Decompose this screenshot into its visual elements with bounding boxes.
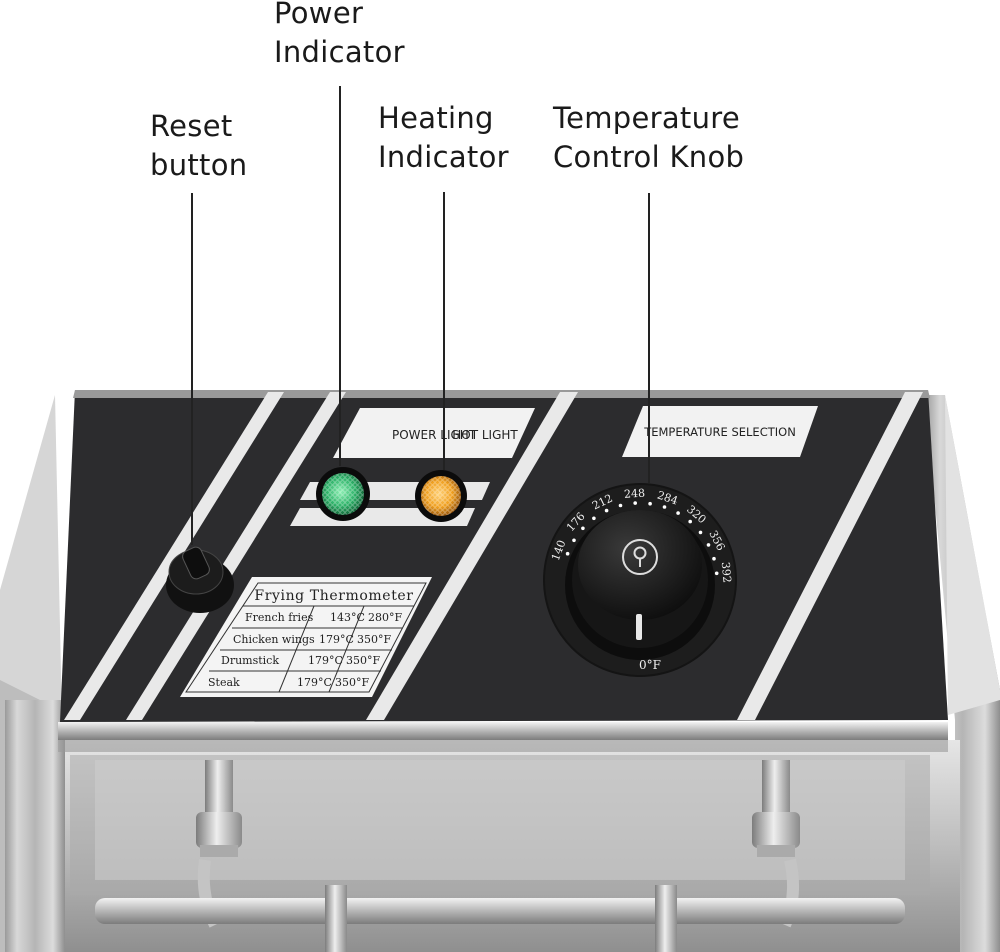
dial-tick-dot (581, 526, 585, 531)
thermometer-title: Frying Thermometer (254, 588, 413, 604)
reset-leader-line (191, 193, 193, 545)
top-rail (58, 722, 948, 740)
power-led (316, 467, 370, 521)
indicator-label-box (333, 408, 535, 458)
thermometer-fahrenheit: 350°F (335, 676, 369, 689)
thermometer-table (180, 577, 432, 697)
dial-tick-dot (592, 516, 596, 521)
dial-tick-dot (712, 556, 716, 561)
dial-tick-dot (633, 501, 637, 505)
thermometer-celsius: 179°C (297, 676, 332, 689)
temperature-selection-label: TEMPERATURE SELECTION (643, 425, 796, 439)
thermometer-fahrenheit: 280°F (368, 611, 402, 624)
heating-indicator-callout: Heating Indicator (378, 99, 509, 177)
dial-tick-dot (572, 538, 576, 543)
thermometer-food: Steak (208, 676, 240, 689)
front-handle (95, 898, 905, 924)
temperature-leader-line (648, 193, 650, 483)
dial-tick-dot (688, 519, 692, 524)
dial-tick-dot (714, 571, 719, 576)
hot-light-label: HOT LIGHT (452, 428, 518, 442)
power-callout-line1: Power (274, 0, 364, 30)
dial-tick-dot (676, 511, 680, 515)
temperature-label-box (622, 406, 818, 457)
thermometer-fahrenheit: 350°F (357, 633, 391, 646)
dial-scale-label: 392 (719, 561, 734, 583)
left-side-wall (0, 395, 62, 730)
power-callout-line2: Indicator (274, 35, 405, 69)
dial-scale-label: 284 (656, 489, 680, 508)
thermometer-celsius: 179°C (319, 633, 354, 646)
heating-leader-line (443, 192, 445, 470)
thermometer-celsius: 143°C (330, 611, 365, 624)
dial-tick-dot (662, 505, 667, 509)
dial-tick-dot (698, 530, 703, 535)
temperature-callout-line1: Temperature (553, 101, 740, 135)
heating-callout-line2: Indicator (378, 140, 509, 174)
temperature-knob-callout: Temperature Control Knob (553, 99, 744, 177)
power-light-label: POWER LIGHT (392, 428, 477, 442)
dial-zero-label: 0°F (639, 658, 661, 672)
reset-button-body (166, 546, 234, 613)
thermometer-celsius: 179°C (308, 654, 343, 667)
dial-tick-dot (604, 508, 609, 513)
dial-tick-dot (706, 543, 711, 547)
thermometer-food: Chicken wings (233, 633, 315, 646)
dial-scale-label: 248 (624, 487, 646, 501)
reset-callout-line1: Reset (150, 109, 233, 143)
thermometer-fahrenheit: 350°F (346, 654, 380, 667)
power-leader-line (339, 86, 341, 466)
reset-button-callout: Reset button (150, 107, 247, 185)
heating-callout-line1: Heating (378, 101, 494, 135)
hot-led (415, 470, 467, 522)
temperature-callout-line2: Control Knob (553, 140, 745, 174)
dial-tick-dot (565, 551, 570, 556)
power-indicator-callout: Power Indicator (274, 0, 405, 72)
basket-left-post (196, 760, 242, 928)
thermometer-food: Drumstick (221, 654, 279, 667)
panel-stripes (64, 392, 923, 720)
dial-tick-dot (618, 503, 623, 508)
thermometer-food: French fries (245, 611, 314, 624)
reset-callout-line2: button (150, 148, 248, 182)
dial-tick-dot (648, 501, 652, 506)
